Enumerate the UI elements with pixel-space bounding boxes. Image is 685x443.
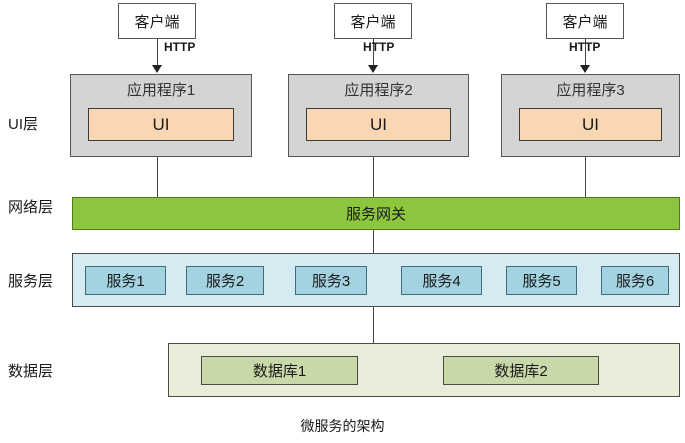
service-chip: 服务3	[295, 266, 367, 295]
service-chip: 服务4	[401, 266, 482, 295]
client-label: 客户端	[562, 13, 608, 31]
service-gateway-bar: 服务网关	[72, 197, 680, 230]
layer-label-ui: UI层	[8, 116, 39, 133]
service-gateway-label: 服务网关	[345, 206, 406, 223]
database-chip: 数据库2	[443, 356, 599, 385]
arrow-head-icon	[580, 65, 590, 73]
connector-app-to-gateway	[373, 157, 374, 198]
database-chip: 数据库1	[201, 356, 358, 385]
client-box: 客户端	[334, 3, 412, 39]
service-chip-label: 服务6	[615, 273, 655, 290]
connector-client-to-app	[585, 39, 586, 67]
http-label: HTTP	[363, 40, 395, 54]
http-label: HTTP	[164, 40, 196, 54]
arrow-head-icon	[152, 65, 162, 73]
application-title: 应用程序1	[126, 82, 196, 99]
service-layer-band: 服务1 服务2 服务3 服务4 服务5 服务6	[72, 253, 680, 307]
application-title: 应用程序3	[556, 82, 625, 99]
ui-component-label: UI	[370, 114, 387, 134]
client-label: 客户端	[350, 13, 396, 31]
application-box: 应用程序3 UI	[501, 74, 680, 157]
connector-app-to-gateway	[157, 157, 158, 198]
layer-label-service: 服务层	[8, 273, 54, 290]
application-title: 应用程序2	[344, 82, 413, 99]
connector-app-to-gateway	[585, 157, 586, 198]
service-chip: 服务1	[85, 266, 166, 295]
diagram-caption: 微服务的架构	[300, 418, 385, 434]
service-chip-label: 服务4	[422, 273, 461, 290]
application-box: 应用程序1 UI	[70, 74, 252, 157]
connector-client-to-app	[157, 39, 158, 67]
layer-label-data: 数据层	[8, 363, 54, 380]
ui-component-box: UI	[88, 108, 234, 141]
ui-component-box: UI	[306, 108, 451, 141]
layer-label-network: 网络层	[8, 199, 54, 216]
ui-component-label: UI	[152, 114, 170, 134]
client-box: 客户端	[118, 3, 196, 39]
arrow-head-icon	[368, 65, 378, 73]
client-box: 客户端	[546, 3, 624, 39]
client-label: 客户端	[134, 13, 180, 31]
database-chip-label: 数据库2	[494, 363, 548, 380]
database-chip-label: 数据库1	[252, 363, 307, 380]
service-chip-label: 服务2	[205, 273, 245, 290]
ui-component-label: UI	[582, 114, 599, 134]
ui-component-box: UI	[519, 108, 662, 141]
service-chip-label: 服务3	[311, 273, 351, 290]
service-chip-label: 服务1	[106, 273, 145, 290]
connector-gateway-to-services	[373, 230, 374, 254]
service-chip: 服务5	[506, 266, 577, 295]
service-chip: 服务6	[601, 266, 669, 295]
http-label: HTTP	[569, 40, 601, 54]
data-layer-band: 数据库1 数据库2	[168, 343, 680, 397]
application-box: 应用程序2 UI	[288, 74, 469, 157]
service-chip: 服务2	[186, 266, 264, 295]
connector-client-to-app	[373, 39, 374, 67]
connector-services-to-data	[373, 307, 374, 344]
service-chip-label: 服务5	[522, 273, 561, 290]
